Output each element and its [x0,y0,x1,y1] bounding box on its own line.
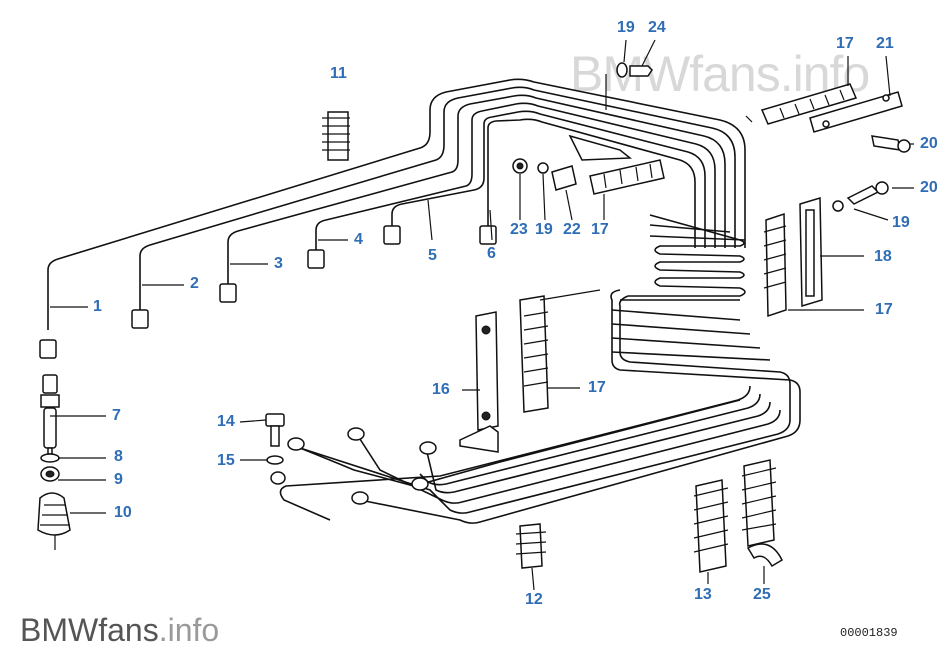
callout-12: 12 [525,591,543,608]
clip-11 [322,111,350,161]
bracket-16 [459,289,601,453]
callout-20-upper: 20 [920,135,938,152]
callout-3: 3 [274,255,283,272]
callout-24: 24 [648,19,666,36]
callout-4: 4 [354,231,363,248]
callout-9: 9 [114,471,123,488]
injection-line-bundle [47,78,746,330]
document-number: 00001839 [840,626,898,640]
watermark-bottom: BMWfans.info [20,612,219,649]
leader-lines [50,39,914,591]
callout-17-center: 17 [588,379,606,396]
callout-23: 23 [510,221,528,238]
callout-15: 15 [217,452,235,469]
callout-21: 21 [876,35,894,52]
callout-5: 5 [428,247,437,264]
callout-6: 6 [487,245,496,262]
callout-25: 25 [753,586,771,603]
bracket-22 [512,134,665,195]
valve-assembly [37,374,71,550]
line-end-nuts [39,225,497,359]
bolt-24 [605,62,653,110]
callout-11: 11 [330,65,347,82]
callout-18: 18 [874,248,892,265]
callout-14: 14 [217,413,235,430]
watermark-suffix: .info [158,612,220,648]
lower-line-run [279,385,801,524]
clamp-17-21 [760,83,911,153]
callout-17-top: 17 [836,35,854,52]
bracket-18 [763,181,889,318]
callout-19-top: 19 [617,19,635,36]
callout-19-right: 19 [892,214,910,231]
coiled-line-section [610,214,801,420]
callout-2: 2 [190,275,199,292]
callout-22: 22 [563,221,581,238]
callout-20-lower: 20 [920,179,938,196]
bolt-14 [265,413,437,505]
callout-17-upper: 17 [591,221,609,238]
callout-8: 8 [114,448,123,465]
watermark-brand: BMWfans [20,612,159,648]
clips-bottom [515,459,783,573]
callout-1: 1 [93,298,102,315]
callout-16: 16 [432,381,450,398]
callout-17-right: 17 [875,301,893,318]
callout-19-center: 19 [535,221,553,238]
callout-7: 7 [112,407,121,424]
callout-10: 10 [114,504,132,521]
callout-13: 13 [694,586,712,603]
